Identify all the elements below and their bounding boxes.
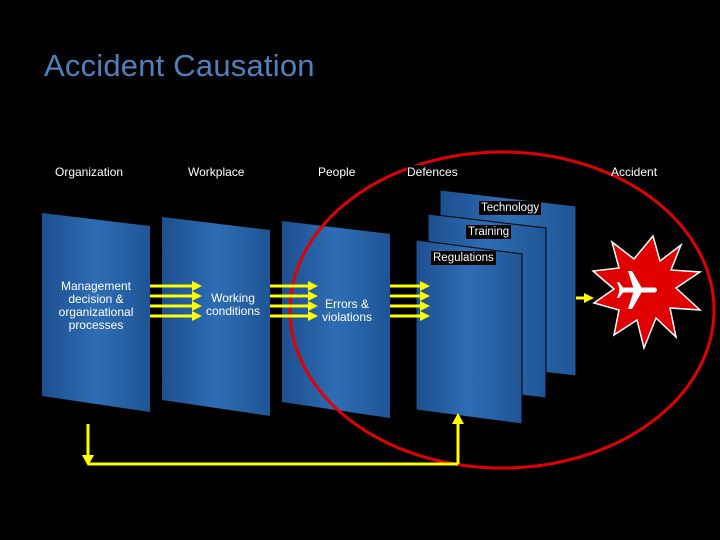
- arrows-people-to-defences: [390, 281, 430, 321]
- airplane-icon: [617, 271, 657, 309]
- feedback-loop-arrows: [82, 413, 464, 466]
- label-working-conditions: Working conditions: [205, 291, 261, 318]
- arrows-org-to-workplace: [150, 281, 202, 321]
- label-regulations: Regulations: [431, 251, 496, 265]
- defences-ellipse: [288, 150, 716, 470]
- arrows-workplace-to-people: [270, 281, 318, 321]
- page-title: Accident Causation: [44, 48, 315, 83]
- header-accident: Accident: [611, 165, 658, 179]
- regulations-panel: [415, 239, 523, 425]
- label-technology: Technology: [479, 201, 542, 215]
- header-organization: Organization: [55, 165, 124, 179]
- label-training: Training: [466, 225, 512, 239]
- arrow-to-accident: [576, 293, 594, 303]
- organization-panel: [42, 213, 150, 412]
- label-management: Management decision & organizational pro…: [58, 279, 134, 332]
- header-people: People: [318, 165, 356, 179]
- label-errors-violations: Errors & violations: [321, 297, 373, 324]
- people-panel: [282, 221, 390, 418]
- workplace-panel: [162, 217, 270, 416]
- header-defences: Defences: [407, 165, 462, 179]
- header-workplace: Workplace: [188, 165, 245, 179]
